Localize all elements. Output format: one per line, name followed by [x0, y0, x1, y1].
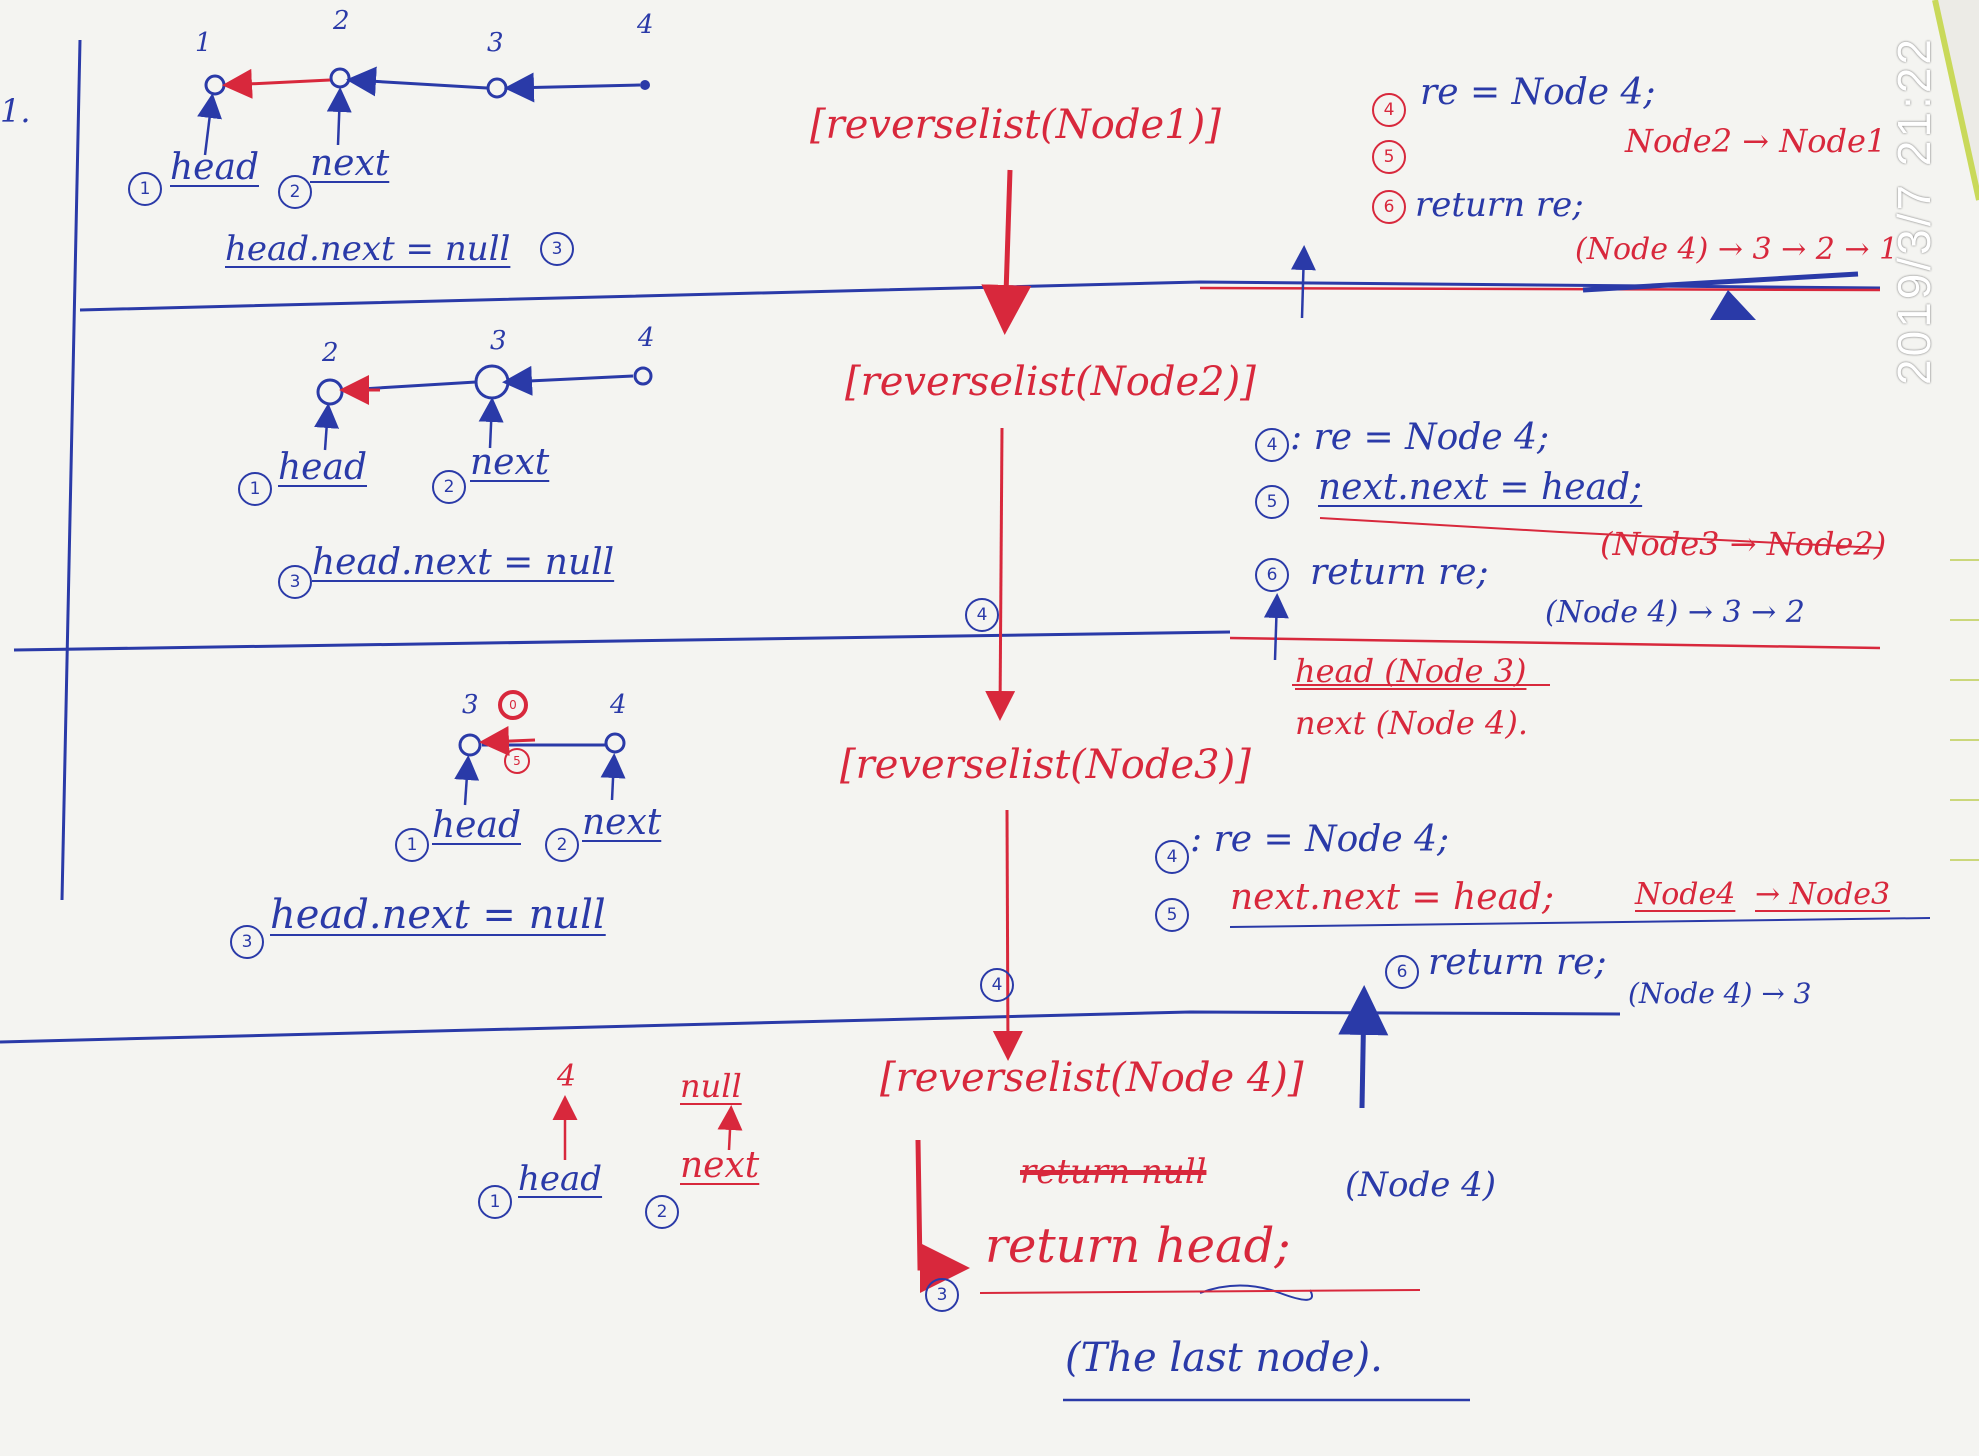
return-bracket-arrow [915, 1139, 970, 1293]
level4-step-3-badge: 3 [925, 1278, 959, 1312]
notebook-edge [1932, 0, 1979, 201]
level1-call-reverselist: [reverselist(Node1)] [810, 102, 1221, 148]
level4-last-node-note: (The last node). [1065, 1335, 1383, 1381]
level1-re-statement: re = Node 4; [1420, 72, 1656, 113]
level1-null-statement: head.next = null [225, 229, 511, 269]
level1-step-6-badge: 6 [1372, 190, 1406, 224]
level3-re-statement: : re = Node 4; [1190, 819, 1450, 860]
return-arrows [1263, 245, 1389, 1109]
next-stmt-underline [1229, 917, 1931, 928]
recursion-call-arrows [981, 169, 1032, 1061]
photo-timestamp: 2019/3/7 21:22 [1888, 36, 1940, 385]
level2-link-note: (Node3 → Node2) [1600, 525, 1887, 563]
level3-next-label: next [582, 802, 662, 843]
level1-node-label-2: 2 [333, 6, 350, 36]
level2-call-reverselist: [reverselist(Node2)] [845, 359, 1256, 405]
level2-next-label: next [470, 442, 550, 483]
level2-step-4-badge: 4 [1255, 428, 1289, 462]
next-next-underline [1319, 517, 1881, 549]
edge-rule-lines [1950, 559, 1979, 861]
divider-level-2 [13, 630, 1231, 652]
level1-node-label-3: 3 [487, 28, 504, 58]
level4-next-label: next [680, 1145, 760, 1186]
level3-next-next-statement: next.next = head; [1230, 877, 1555, 918]
level3-call-marker: 4 [980, 968, 1014, 1002]
level2-step-1-badge: 1 [238, 472, 272, 506]
level1-step-4-badge: 4 [1372, 93, 1406, 127]
level4-crossed-out-statement: return null [1020, 1152, 1207, 1192]
level3-result-chain: (Node 4) → 3 [1628, 977, 1812, 1010]
level2-re-statement: : re = Node 4; [1290, 417, 1550, 458]
level3-head-label: head [432, 805, 521, 846]
level3-null-statement: head.next = null [270, 892, 606, 938]
level4-step-1-badge: 1 [478, 1185, 512, 1219]
level2-step-5-badge: 5 [1255, 485, 1289, 519]
level2-next-next-statement: next.next = head; [1318, 467, 1643, 508]
divider-level-1-red [1199, 286, 1881, 292]
level2-step-6-badge: 6 [1255, 558, 1289, 592]
level3-link-note-from: Node4 [1635, 877, 1736, 912]
level1-node-label-4: 4 [637, 10, 654, 40]
level2-linked-list [314, 364, 653, 451]
level3-return-statement: return re; [1428, 942, 1607, 983]
level1-result-chain: (Node 4) → 3 → 2 → 1 [1575, 232, 1899, 267]
level2-result-chain: (Node 4) → 3 → 2 [1545, 595, 1805, 630]
level3-link-note-to: → Node3 [1755, 877, 1891, 912]
level3-step-3-badge: 3 [230, 925, 264, 959]
level2-return-statement: return re; [1310, 552, 1489, 593]
margin-number: 1. [0, 92, 31, 130]
level2-step-2-badge: 2 [432, 470, 466, 504]
level1-step-5-badge: 5 [1372, 140, 1406, 174]
level3-node-label-3: 3 [462, 690, 479, 720]
level1-node-label-1: 1 [195, 28, 212, 58]
return-head-underline [979, 1289, 1421, 1294]
level4-node-note: (Node 4) [1345, 1165, 1497, 1205]
divider-level-3 [0, 1010, 1621, 1044]
level3-node-label-4: 4 [610, 690, 627, 720]
level1-head-label: head [170, 147, 259, 188]
level1-step-1-badge: 1 [128, 172, 162, 206]
level2-call-marker: 4 [965, 598, 999, 632]
margin-line [60, 39, 82, 901]
level4-return-head-statement: return head; [985, 1218, 1291, 1274]
level3-step-4-badge: 4 [1155, 840, 1189, 874]
level2-head-label: head [278, 447, 367, 488]
level1-next-label: next [310, 143, 390, 184]
level2-node-label-2: 2 [322, 338, 339, 368]
divider-level-2-red [1229, 636, 1881, 650]
level3-step-1-badge: 1 [395, 828, 429, 862]
chain-marker-triangle [1710, 290, 1756, 320]
level3-step-2-badge: 2 [545, 828, 579, 862]
level4-call-reverselist: [reverselist(Node 4)] [880, 1055, 1304, 1101]
chain-underline [1582, 271, 1859, 293]
level3-step-5-badge: 5 [1155, 898, 1189, 932]
head-squiggle [1199, 1284, 1313, 1301]
level3-red-step-badge: 5 [504, 748, 530, 774]
level2-step-3-badge: 3 [278, 565, 312, 599]
level1-linked-list [197, 66, 650, 156]
level4-null-label: null [680, 1067, 742, 1105]
level2-next-note: next (Node 4). [1295, 704, 1528, 742]
level2-node-label-4: 4 [638, 323, 655, 353]
level1-return-statement: return re; [1415, 185, 1584, 225]
level1-step-3-badge: 3 [540, 232, 574, 266]
level4-node-label-4: 4 [557, 1059, 577, 1094]
level1-step-2-badge: 2 [278, 175, 312, 209]
level2-node-label-3: 3 [490, 326, 507, 356]
level2-null-statement: head.next = null [312, 542, 615, 583]
level4-pointers [552, 1095, 743, 1160]
level4-step-2-badge: 2 [645, 1195, 679, 1229]
level2-head-note: head (Node 3) [1295, 652, 1527, 690]
level3-call-reverselist: [reverselist(Node3)] [840, 742, 1251, 788]
level1-link-note: Node2 → Node1 [1625, 122, 1887, 160]
level4-head-label: head [518, 1159, 603, 1199]
level3-linked-list [454, 726, 626, 806]
level3-step-6-badge: 6 [1385, 955, 1419, 989]
level3-red-mark: 0 [498, 690, 528, 720]
